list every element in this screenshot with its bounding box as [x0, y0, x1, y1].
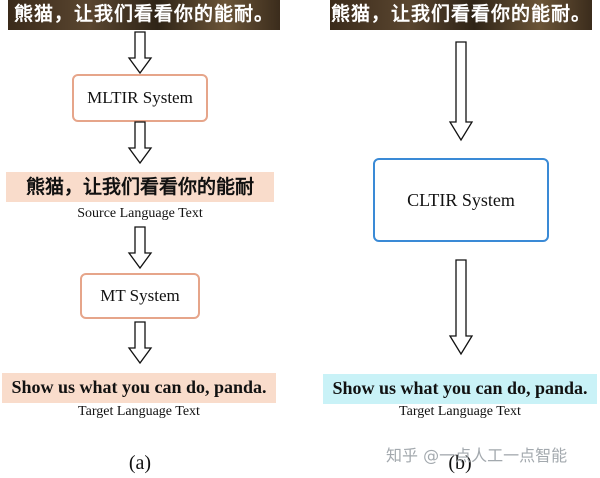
target-caption-b: Target Language Text [399, 404, 521, 419]
arrow-b1 [448, 41, 474, 142]
target-text-highlight-a: Show us what you can do, panda. [2, 373, 276, 403]
target-caption-a: Target Language Text [78, 404, 200, 419]
arrow-a3 [127, 226, 153, 270]
watermark-text: 知乎 @一点人工一点智能 [386, 446, 568, 465]
video-frame-a: 熊猫，让我们看看你的能耐。 [8, 0, 280, 30]
source-text-highlight: 熊猫，让我们看看你的能耐 [6, 172, 274, 202]
cltir-system-label: CLTIR System [407, 189, 515, 210]
cltir-system-box: CLTIR System [373, 158, 549, 242]
mt-system-box: MT System [80, 273, 200, 319]
arrow-a1 [127, 31, 153, 75]
frame-subtitle-a: 熊猫，让我们看看你的能耐。 [13, 3, 274, 25]
target-text-b: Show us what you can do, panda. [332, 378, 588, 398]
source-caption: Source Language Text [77, 206, 203, 221]
arrow-b2 [448, 259, 474, 356]
panel-label-a: (a) [128, 452, 152, 474]
mt-system-label: MT System [100, 286, 180, 305]
target-text-highlight-b: Show us what you can do, panda. [323, 374, 597, 404]
arrow-a2 [127, 121, 153, 165]
source-text: 熊猫，让我们看看你的能耐 [25, 176, 254, 198]
video-frame-b: 熊猫，让我们看看你的能耐。 [330, 0, 592, 30]
mltir-system-label: MLTIR System [87, 88, 193, 107]
panel-label-b: (b) [448, 452, 472, 474]
target-text-a: Show us what you can do, panda. [11, 377, 267, 397]
mltir-system-box: MLTIR System [72, 74, 208, 122]
frame-subtitle-b: 熊猫，让我们看看你的能耐。 [330, 3, 591, 25]
arrow-a4 [127, 321, 153, 365]
